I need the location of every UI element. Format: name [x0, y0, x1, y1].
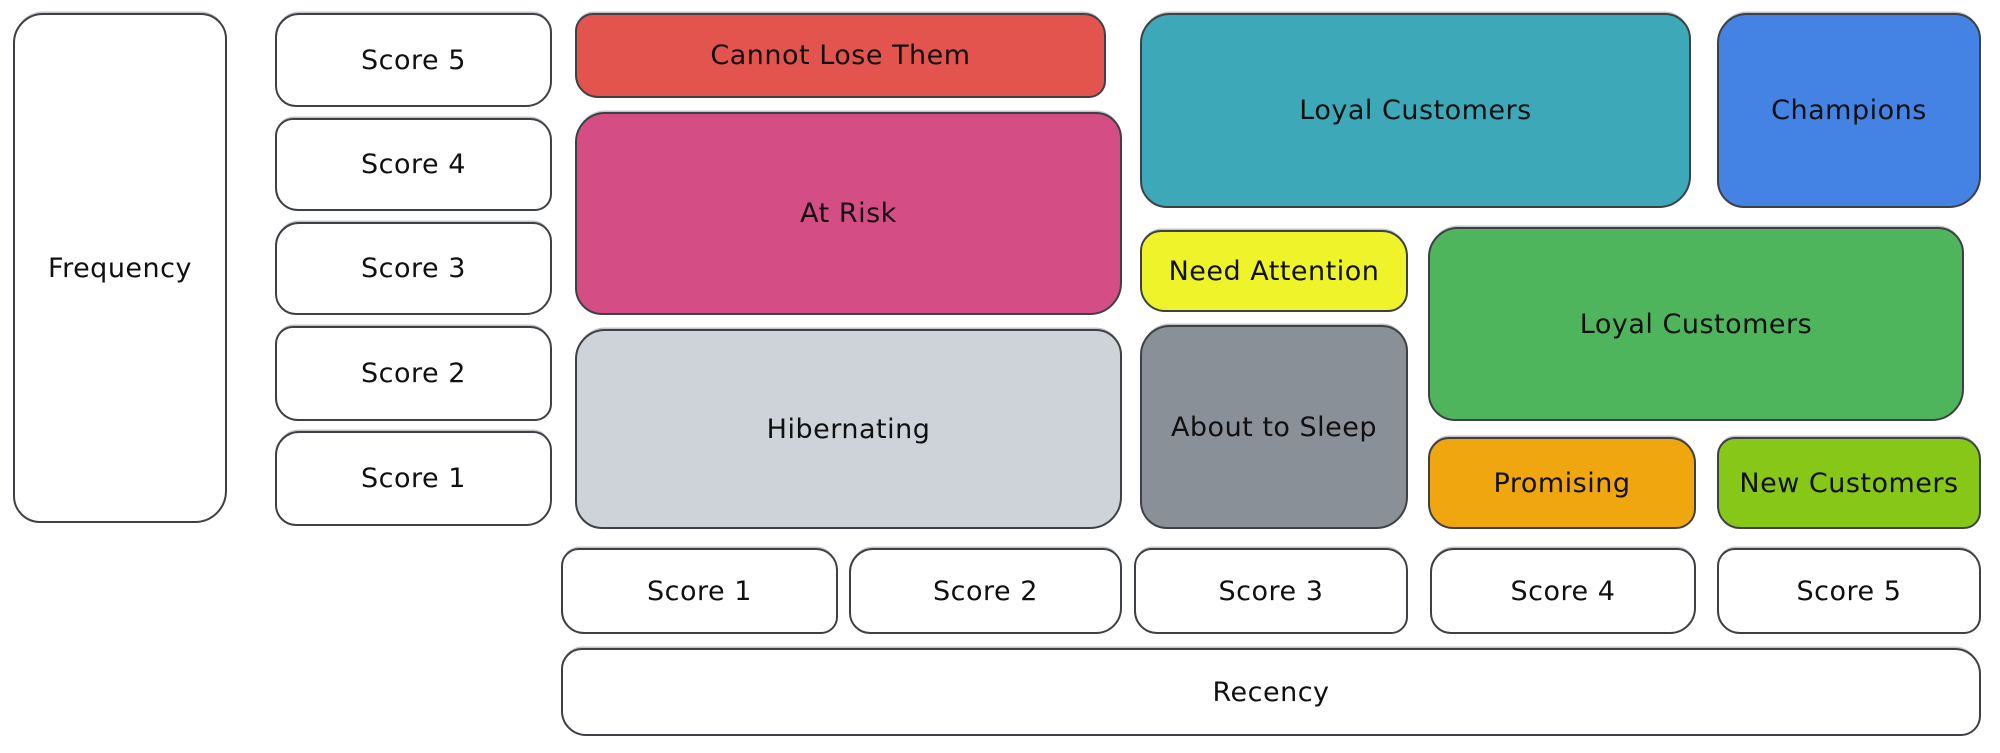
segment-at-risk: At Risk [575, 112, 1122, 315]
segment-loyal-customers-center-text: Loyal Customers [1579, 308, 1813, 340]
segment-loyal-customers-top-text: Loyal Customers [1299, 95, 1532, 126]
frequency-score-3-text: Score 3 [361, 253, 466, 284]
frequency-score-4-text: Score 4 [361, 149, 466, 180]
frequency-score-5: Score 5 [275, 13, 552, 107]
segment-new-customers: New Customers [1717, 437, 1981, 529]
segment-need-attention-text: Need Attention [1168, 255, 1380, 287]
frequency-score-4: Score 4 [275, 118, 552, 211]
segment-new-customers-text: New Customers [1739, 467, 1959, 499]
segment-promising-text: Promising [1493, 467, 1631, 499]
frequency-score-1: Score 1 [275, 431, 552, 526]
recency-score-5: Score 5 [1717, 548, 1981, 634]
segment-champions-text: Champions [1771, 95, 1927, 126]
segment-about-to-sleep-text: About to Sleep [1170, 411, 1378, 443]
frequency-score-5-text: Score 5 [361, 44, 466, 76]
segment-hibernating-text: Hibernating [766, 413, 931, 445]
segment-hibernating: Hibernating [575, 329, 1122, 529]
recency-score-2-text: Score 2 [933, 575, 1038, 607]
segment-at-risk-text: At Risk [800, 198, 897, 229]
frequency-axis-text: Frequency [48, 252, 192, 284]
recency-score-3-text: Score 3 [1218, 575, 1324, 607]
segment-champions: Champions [1717, 13, 1981, 208]
recency-score-4-text: Score 4 [1510, 575, 1616, 607]
segment-cannot-lose-them: Cannot Lose Them [575, 13, 1106, 98]
recency-score-5-text: Score 5 [1796, 575, 1902, 607]
recency-score-2: Score 2 [849, 548, 1122, 634]
segment-cannot-lose-them-text: Cannot Lose Them [710, 40, 971, 71]
recency-score-1: Score 1 [561, 548, 838, 634]
recency-score-4: Score 4 [1430, 548, 1696, 634]
frequency-score-3: Score 3 [275, 222, 552, 315]
frequency-score-2-text: Score 2 [361, 358, 466, 389]
frequency-score-1-text: Score 1 [361, 463, 466, 494]
segment-need-attention: Need Attention [1140, 230, 1408, 312]
segment-about-to-sleep: About to Sleep [1140, 325, 1408, 529]
segment-loyal-customers-top: Loyal Customers [1140, 13, 1691, 208]
recency-score-3: Score 3 [1134, 548, 1408, 634]
frequency-score-2: Score 2 [275, 326, 552, 421]
recency-axis-text: Recency [1212, 676, 1330, 708]
recency-score-1-text: Score 1 [647, 575, 752, 607]
frequency-axis-label: Frequency [13, 13, 227, 523]
recency-axis-label: Recency [561, 648, 1981, 736]
segment-promising: Promising [1428, 437, 1696, 529]
segment-loyal-customers-center: Loyal Customers [1428, 227, 1964, 421]
